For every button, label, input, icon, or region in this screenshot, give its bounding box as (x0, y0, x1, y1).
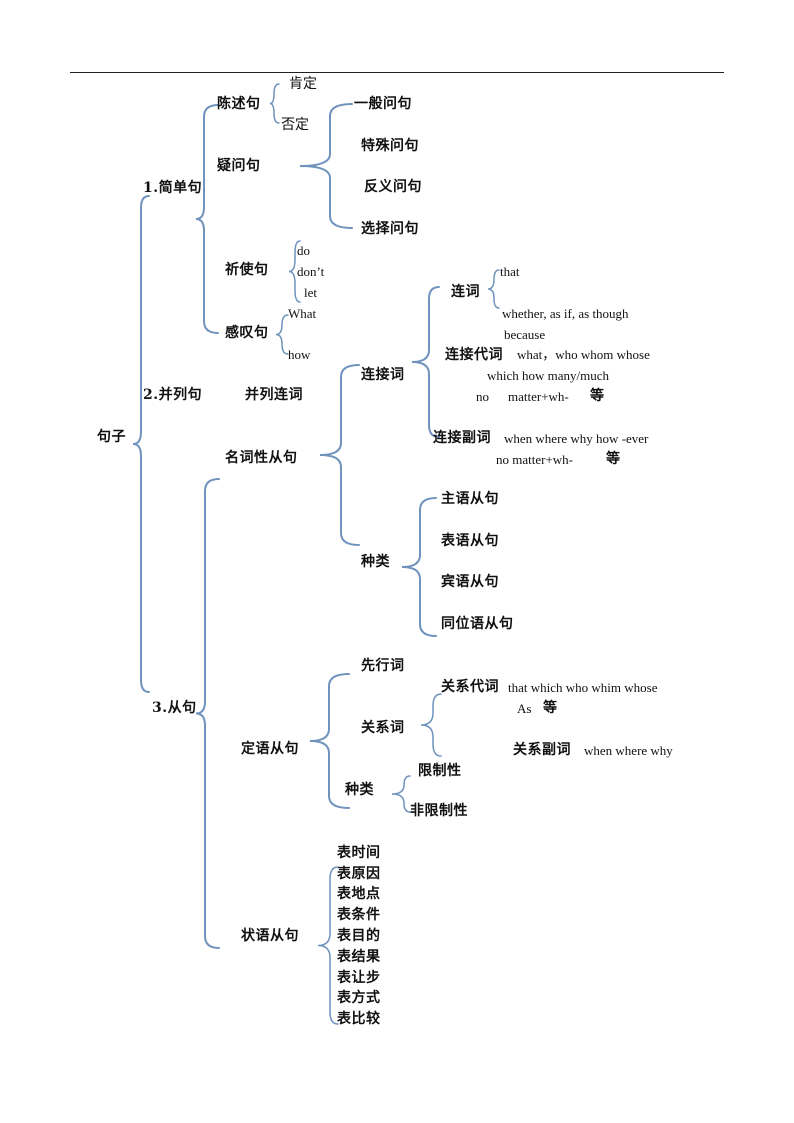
adverbial-comparison: 表比较 (337, 1011, 381, 1027)
relative-adverb-words: when where why (584, 743, 673, 758)
adverbial-concession: 表让步 (337, 970, 381, 986)
adverbial-reason: 表原因 (337, 866, 381, 882)
simple-sentence: 1.简单句 (143, 180, 203, 196)
imperative: 祈使句 (225, 262, 269, 278)
declarative: 陈述句 (217, 96, 261, 112)
brace-clauses (195, 478, 220, 949)
antecedent: 先行词 (361, 658, 405, 674)
brace-exclamatory (275, 314, 289, 355)
brace-declarative (269, 83, 280, 124)
header-rule (70, 72, 724, 73)
root-sentence: 句子 (97, 429, 126, 445)
adverbial-place: 表地点 (337, 886, 381, 902)
adverbial-condition: 表条件 (337, 907, 381, 923)
adverbial-purpose: 表目的 (337, 928, 381, 944)
relatives: 关系词 (361, 720, 405, 736)
exclamatory: 感叹句 (225, 325, 269, 341)
imperative-dont: don’t (297, 264, 325, 279)
connective-pronoun: 连接代词 (445, 347, 503, 363)
relative-pronoun: 关系代词 (441, 679, 499, 695)
subject-clause: 主语从句 (441, 491, 499, 507)
appositive-clause: 同位语从句 (441, 616, 514, 632)
conjunction: 连词 (451, 284, 480, 300)
special-question: 特殊问句 (361, 138, 419, 154)
pron-line-3c: 等 (590, 388, 605, 404)
tag-question: 反义问句 (364, 179, 422, 195)
object-clause: 宾语从句 (441, 574, 499, 590)
brace-simple (195, 104, 219, 334)
adverbial-result: 表结果 (337, 949, 381, 965)
adverbial-clause: 状语从句 (241, 928, 299, 944)
coordinating-conjunction: 并列连词 (245, 387, 303, 403)
compound-sentence: 2.并列句 (143, 387, 203, 403)
relative-pronoun-etc: 等 (543, 700, 558, 716)
brace-connectives (411, 286, 440, 438)
predicative-clause: 表语从句 (441, 533, 499, 549)
imperative-do: do (297, 243, 310, 258)
brace-imperative (288, 240, 301, 303)
relative-pronoun-as: As (517, 701, 532, 716)
brace-noun-clause (319, 364, 360, 546)
exclamatory-what: What (288, 306, 317, 321)
pron-line-3a: no (476, 389, 489, 404)
alternative-question: 选择问句 (361, 221, 419, 237)
conj-that: that (500, 264, 520, 279)
conj-whether: whether, as if, as though (502, 306, 629, 321)
brace-relatives (420, 693, 442, 757)
exclamatory-how: how (288, 347, 311, 362)
brace-attributive (309, 673, 350, 809)
adverbial-manner: 表方式 (337, 990, 381, 1006)
relative-pronoun-words: that which who whim whose (508, 680, 658, 695)
brace-interrogative (299, 103, 353, 229)
nonrestrictive: 非限制性 (410, 803, 468, 819)
imperative-let: let (304, 285, 317, 300)
brace-conjunction (487, 269, 500, 309)
affirmative: 肯定 (289, 76, 317, 92)
relative-adverb: 关系副词 (513, 742, 571, 758)
pron-line-2: which how many/much (487, 368, 610, 383)
connectives: 连接词 (361, 367, 405, 383)
adv-line-2a: no matter+wh- (496, 452, 574, 467)
brace-adverbial (317, 866, 339, 1025)
conj-because: because (504, 327, 546, 342)
negative: 否定 (281, 117, 309, 133)
connective-adverb: 连接副词 (433, 430, 491, 446)
brace-noun-types (401, 497, 437, 637)
attributive-types: 种类 (345, 782, 374, 798)
brace-attr-types (391, 775, 411, 813)
adv-line-2b: 等 (606, 451, 621, 467)
brace-root (132, 195, 150, 693)
interrogative: 疑问句 (217, 158, 261, 174)
adv-line-1: when where why how -ever (504, 431, 649, 446)
pron-line-3b: matter+wh- (508, 389, 569, 404)
general-question: 一般问句 (354, 96, 412, 112)
noun-clause: 名词性从句 (225, 450, 298, 466)
restrictive: 限制性 (418, 763, 462, 779)
attributive-clause: 定语从句 (241, 741, 299, 757)
complex-sentence: 3.从句 (152, 700, 197, 716)
noun-clause-types: 种类 (361, 554, 390, 570)
adverbial-time: 表时间 (337, 845, 381, 861)
pron-line-1: what，who whom whose (517, 347, 650, 362)
